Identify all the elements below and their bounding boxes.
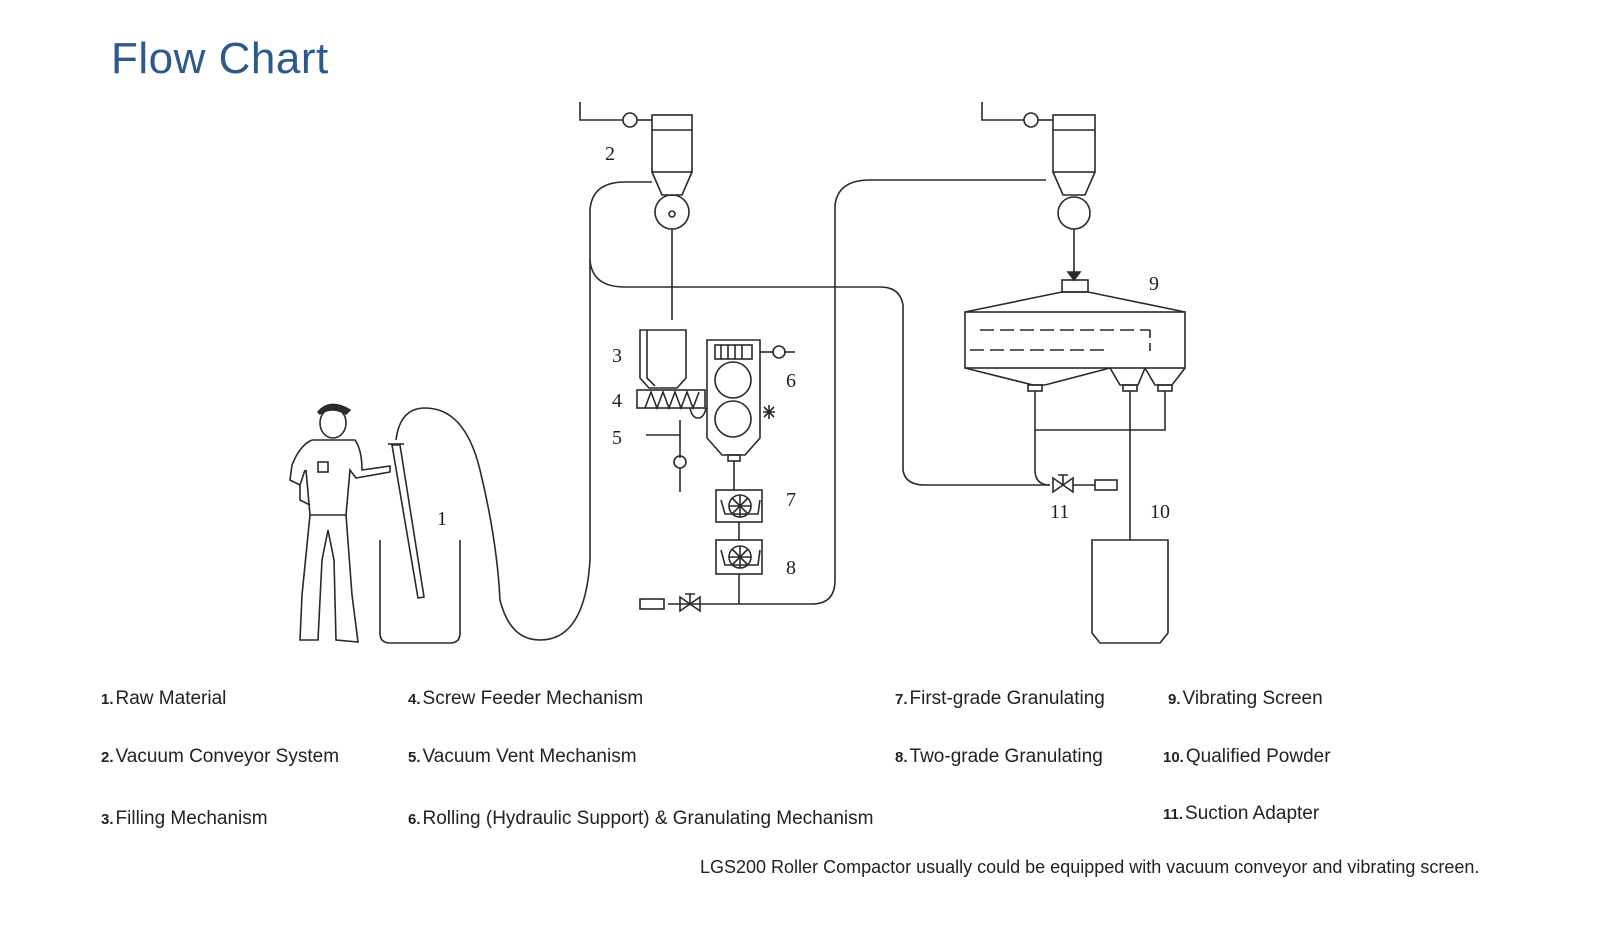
two-grade-granulator — [715, 539, 763, 604]
legend-label: Vacuum Vent Mechanism — [422, 746, 637, 767]
raw-material-bin — [379, 540, 461, 644]
legend-item: 5.Vacuum Vent Mechanism — [408, 746, 637, 768]
suction-hose — [395, 181, 652, 641]
legend-num: 3. — [101, 811, 114, 828]
legend-item: 1.Raw Material — [101, 688, 226, 710]
suction-adapter-valve — [1052, 476, 1074, 494]
vacuum-conveyor-2 — [981, 102, 1096, 282]
legend-item: 2.Vacuum Conveyor System — [101, 746, 339, 768]
legend-label: First-grade Granulating — [909, 688, 1105, 709]
vibrating-screen — [964, 279, 1186, 540]
legend-num: 4. — [408, 691, 421, 708]
diagram-number-7: 7 — [786, 489, 796, 511]
legend-num: 2. — [101, 749, 114, 766]
legend-num: 9. — [1168, 691, 1181, 708]
legend-item: 7.First-grade Granulating — [895, 688, 1105, 710]
legend-label: Suction Adapter — [1185, 803, 1320, 824]
legend-label: Vibrating Screen — [1182, 688, 1323, 709]
legend-num: 10. — [1163, 749, 1184, 766]
diagram-number-3: 3 — [612, 345, 622, 367]
filling-mechanism — [639, 329, 687, 389]
diagram-number-6: 6 — [786, 370, 796, 392]
worker-figure — [289, 403, 391, 643]
first-grade-granulator — [715, 489, 763, 540]
diagram-number-2: 2 — [605, 143, 615, 165]
legend-label: Vacuum Conveyor System — [115, 746, 340, 767]
legend-num: 7. — [895, 691, 908, 708]
vacuum-line — [589, 259, 1050, 486]
legend-item: 10.Qualified Powder — [1163, 746, 1331, 768]
diagram-number-8: 8 — [786, 557, 796, 579]
legend-item: 9.Vibrating Screen — [1168, 688, 1323, 710]
legend-item: 3.Filling Mechanism — [101, 808, 268, 830]
legend-item: 6.Rolling (Hydraulic Support) & Granulat… — [408, 808, 873, 830]
legend-label: Qualified Powder — [1185, 746, 1331, 767]
legend-label: Two-grade Granulating — [909, 746, 1103, 767]
legend-num: 8. — [895, 749, 908, 766]
legend-label: Screw Feeder Mechanism — [422, 688, 644, 709]
outlet-line — [739, 179, 1046, 605]
diagram-number-4: 4 — [612, 390, 622, 412]
legend-num: 6. — [408, 811, 421, 828]
diagram-number-9: 9 — [1149, 273, 1159, 295]
vacuum-conveyor-1 — [579, 102, 693, 320]
footnote: LGS200 Roller Compactor usually could be… — [700, 857, 1480, 877]
screw-feeder — [636, 389, 706, 409]
legend-num: 1. — [101, 691, 114, 708]
legend-label: Rolling (Hydraulic Support) & Granulatin… — [422, 808, 874, 829]
legend-label: Filling Mechanism — [115, 808, 268, 829]
legend-num: 11. — [1163, 806, 1184, 823]
rolling-granulating-unit — [706, 339, 795, 490]
page-title: Flow Chart — [111, 34, 329, 83]
legend-item: 4.Screw Feeder Mechanism — [408, 688, 643, 710]
legend-item: 11.Suction Adapter — [1163, 803, 1319, 825]
diagram-number-11: 11 — [1050, 501, 1069, 523]
outlet-valve — [679, 595, 701, 613]
legend-num: 5. — [408, 749, 421, 766]
suction-wand — [391, 444, 425, 599]
qualified-powder-bin — [1091, 539, 1169, 644]
diagram-number-1: 1 — [437, 508, 447, 530]
legend-item: 8.Two-grade Granulating — [895, 746, 1103, 768]
diagram-number-10: 10 — [1150, 501, 1170, 523]
suction-adapter — [1094, 479, 1118, 491]
diagram-number-5: 5 — [612, 427, 622, 449]
legend-label: Raw Material — [115, 688, 227, 709]
